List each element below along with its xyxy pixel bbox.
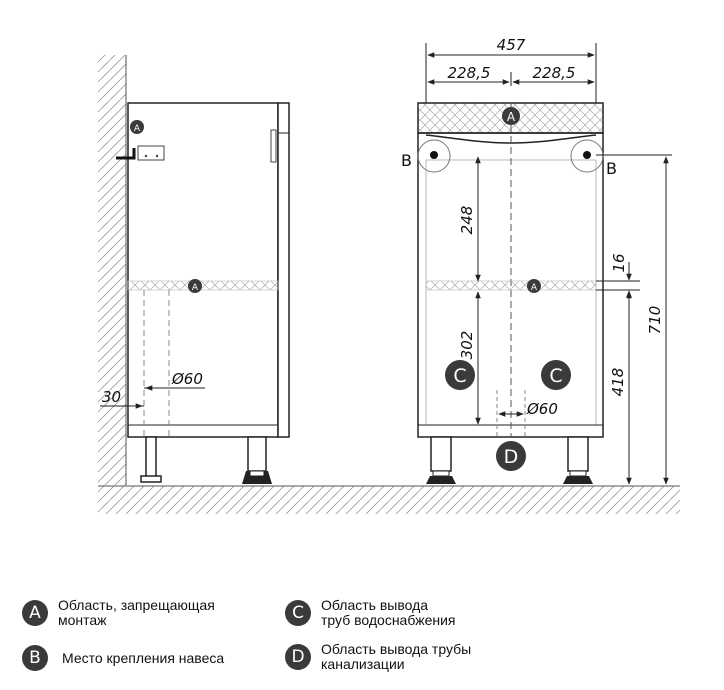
front-badge-a-shelf: A [527, 279, 541, 293]
hanger-bracket [137, 145, 165, 161]
front-badge-c-right: C [541, 360, 571, 390]
front-shelf-zone [425, 280, 597, 291]
total-height-dim: 710 [646, 306, 664, 335]
front-pipe-diameter: Ø60 [526, 400, 558, 418]
wall-hook-icon [116, 148, 136, 160]
door-handle [270, 129, 277, 163]
mount-zone-right [570, 139, 604, 173]
svg-text:C: C [549, 365, 562, 387]
side-view: Ø60 30 A A [98, 55, 680, 514]
legend-text-a: Область, запрещающая монтаж [58, 597, 215, 628]
legend-item-d: D Область вывода трубы канализации [285, 642, 471, 672]
legend-item-a: A Область, запрещающая монтаж [22, 598, 215, 628]
side-pipe-diameter: Ø60 [171, 370, 203, 388]
label-b-left: B [401, 151, 412, 170]
wall-offset-dim: 30 [102, 388, 121, 406]
side-shelf-zone [127, 280, 279, 291]
mount-to-shelf-dim: 248 [458, 206, 476, 235]
legend-badge-d: D [285, 644, 311, 670]
wall-hatch [98, 55, 126, 485]
svg-text:A: A [192, 283, 199, 293]
half-width-left-dim: 228,5 [448, 64, 491, 82]
front-badge-d: D [496, 441, 526, 471]
side-cabinet-body [127, 102, 279, 438]
front-badge-c-left: C [445, 360, 475, 390]
side-badge-a-top: A [130, 120, 144, 134]
front-view: 457 228,5 228,5 B B 248 302 [401, 36, 672, 485]
legend-text-b: Место крепления навеса [62, 649, 225, 666]
floor-hatch [98, 486, 680, 514]
side-front-leg [247, 436, 267, 472]
legend-item-b: B Место крепления навеса [22, 645, 224, 671]
shelf-to-floor-dim: 418 [609, 368, 627, 397]
lower-section-dim: 302 [458, 331, 476, 360]
legend: A Область, запрещающая монтаж B Место кр… [0, 590, 724, 690]
legend-badge-c: C [285, 600, 311, 626]
mount-point-left [430, 151, 438, 159]
legend-text-c: Область вывода труб водоснабжения [321, 597, 456, 628]
technical-drawing: Ø60 30 A A 457 228,5 228,5 [98, 36, 680, 514]
side-badge-a-shelf: A [188, 279, 202, 293]
mount-zone-left [417, 139, 451, 173]
svg-text:A: A [507, 110, 516, 124]
svg-text:C: C [453, 365, 466, 387]
svg-text:D: D [504, 446, 519, 468]
front-left-leg [426, 436, 456, 484]
front-right-leg [563, 436, 593, 484]
shelf-thickness-dim: 16 [610, 253, 628, 272]
label-b-right: B [606, 159, 617, 178]
svg-text:A: A [531, 283, 538, 293]
total-width-dim: 457 [497, 36, 526, 54]
front-badge-a-top: A [502, 107, 520, 125]
legend-badge-a: A [22, 600, 48, 626]
side-door [277, 102, 290, 438]
half-width-right-dim: 228,5 [533, 64, 576, 82]
legend-badge-b: B [22, 645, 48, 671]
legend-text-d: Область вывода трубы канализации [321, 641, 472, 672]
side-back-leg [145, 436, 157, 478]
svg-text:A: A [134, 124, 141, 134]
mount-point-right [583, 151, 591, 159]
legend-item-c: C Область вывода труб водоснабжения [285, 598, 455, 628]
